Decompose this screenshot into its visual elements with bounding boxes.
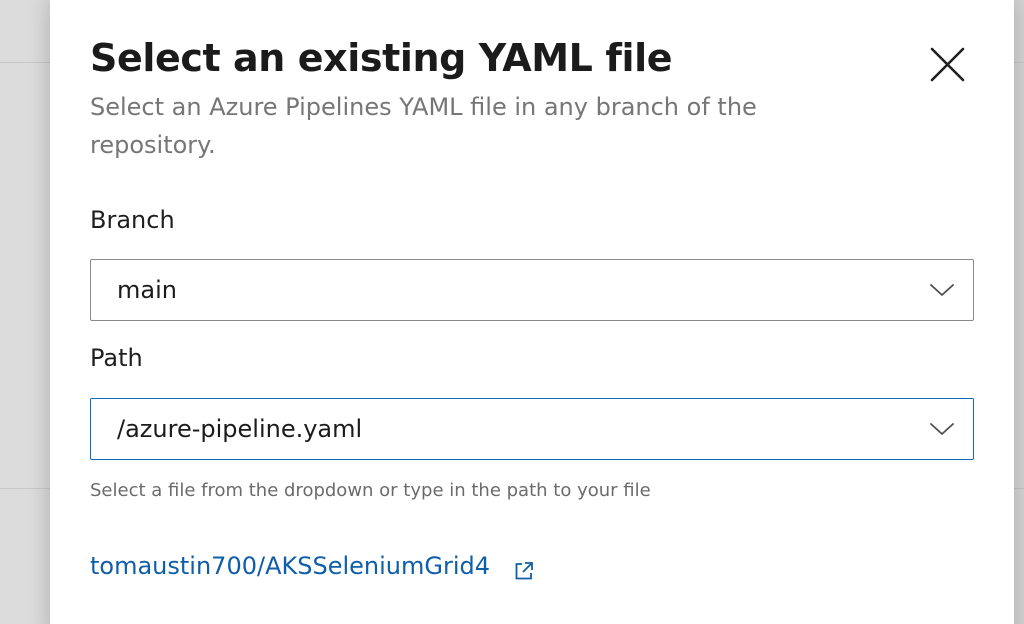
close-button[interactable] <box>922 40 970 88</box>
chevron-down-icon <box>930 284 954 296</box>
path-input-value[interactable]: /azure-pipeline.yaml <box>117 415 363 443</box>
background-divider <box>1014 62 1024 63</box>
branch-dropdown[interactable]: main <box>90 259 974 321</box>
external-link-icon[interactable] <box>512 559 536 583</box>
repository-link[interactable]: tomaustin700/AKSSeleniumGrid4 <box>90 552 491 580</box>
dialog-title: Select an existing YAML file <box>90 36 673 80</box>
chevron-down-icon[interactable] <box>929 419 955 439</box>
background-divider <box>0 62 50 63</box>
background-divider <box>0 488 50 489</box>
branch-label: Branch <box>90 206 175 234</box>
path-combobox[interactable]: /azure-pipeline.yaml <box>90 398 974 460</box>
background-divider <box>1014 488 1024 489</box>
dialog-description: Select an Azure Pipelines YAML file in a… <box>90 93 757 159</box>
background-page-right <box>1014 0 1024 624</box>
path-helper-text: Select a file from the dropdown or type … <box>90 480 651 501</box>
path-label: Path <box>90 344 143 372</box>
select-yaml-dialog: Select an existing YAML file Select an A… <box>50 0 1014 624</box>
background-page-left <box>0 0 50 624</box>
branch-selected-value: main <box>117 276 177 304</box>
close-icon <box>930 47 965 82</box>
